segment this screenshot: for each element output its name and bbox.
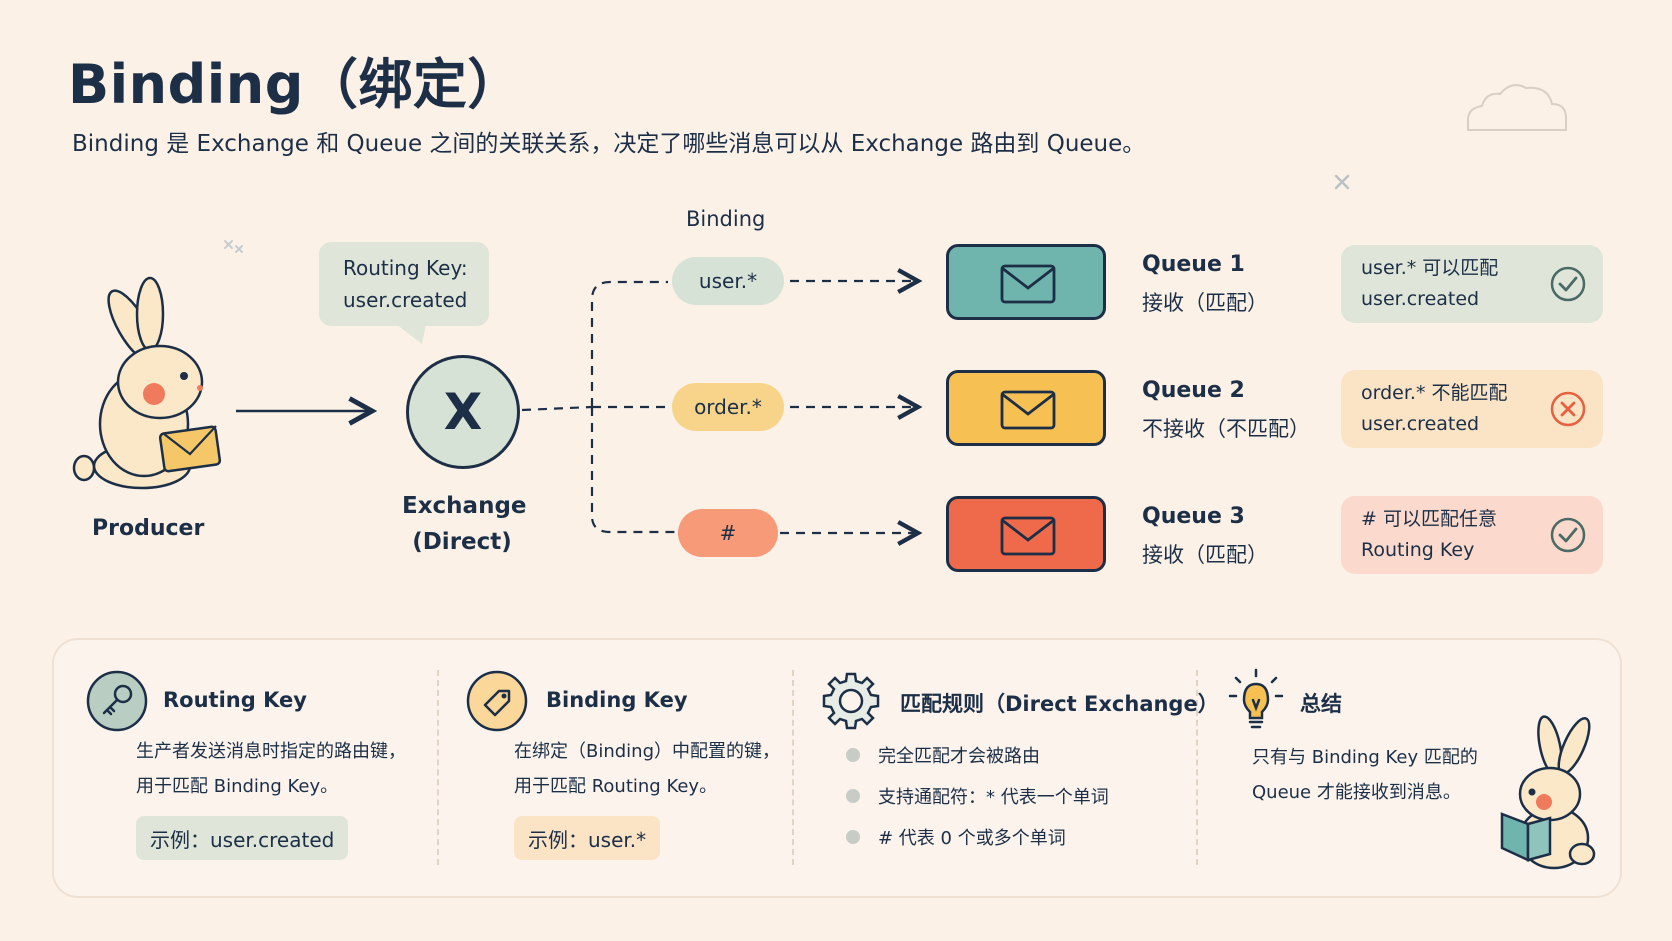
- key-icon: [86, 670, 148, 732]
- result-line: order.* 不能匹配: [1361, 382, 1508, 404]
- rule-item: 完全匹配才会被路由: [846, 734, 1109, 775]
- binding-key-example: 示例：user.*: [514, 816, 661, 860]
- exchange-label: Exchange (Direct): [402, 488, 527, 560]
- desc-line: 生产者发送消息时指定的路由键，: [136, 741, 406, 762]
- queue-label: Queue 3 接收（匹配）: [1142, 504, 1268, 569]
- bubble-tail: [396, 324, 426, 344]
- gear-icon: [822, 672, 880, 730]
- divider: [792, 670, 794, 865]
- routing-key-desc: 生产者发送消息时指定的路由键， 用于匹配 Binding Key。: [136, 734, 406, 804]
- rules-list: 完全匹配才会被路由 支持通配符：* 代表一个单词 # 代表 0 个或多个单词: [846, 734, 1109, 857]
- queue-status: 不接收（不匹配）: [1142, 417, 1310, 441]
- result-line: user.created: [1361, 413, 1480, 435]
- desc-line: Queue 才能接收到消息。: [1252, 782, 1461, 803]
- match-result-card: user.* 可以匹配 user.created: [1341, 245, 1603, 323]
- lightbulb-icon: [1228, 668, 1284, 729]
- result-line: Routing Key: [1361, 539, 1475, 561]
- divider: [1196, 670, 1198, 865]
- producer-rabbit: [72, 276, 222, 490]
- queue-name: Queue 3: [1142, 504, 1245, 529]
- rules-title: 匹配规则（Direct Exchange）: [900, 692, 1219, 716]
- queue-name: Queue 1: [1142, 252, 1245, 277]
- desc-line: 在绑定（Binding）中配置的键，: [514, 741, 781, 762]
- desc-line: 用于匹配 Routing Key。: [514, 776, 718, 797]
- binding-key-pill: user.*: [672, 257, 784, 305]
- result-line: user.* 可以匹配: [1361, 257, 1499, 279]
- result-line: user.created: [1361, 288, 1480, 310]
- queue-box: [946, 370, 1106, 446]
- binding-key-pill: #: [678, 509, 778, 557]
- routing-key-bubble: Routing Key: user.created: [319, 242, 489, 326]
- binding-key-title: Binding Key: [546, 688, 688, 712]
- sparkle-icon: [224, 240, 243, 253]
- match-result-card: # 可以匹配任意 Routing Key: [1341, 496, 1603, 574]
- queue-status: 接收（匹配）: [1142, 291, 1268, 315]
- sparkle-icon: [1334, 174, 1350, 190]
- rule-item: # 代表 0 个或多个单词: [846, 816, 1109, 857]
- binding-key-pill: order.*: [672, 383, 784, 431]
- exchange-type: (Direct): [412, 529, 512, 555]
- producer-label: Producer: [92, 516, 205, 541]
- desc-line: 用于匹配 Binding Key。: [136, 776, 339, 797]
- envelope-icon: [1000, 390, 1056, 430]
- exchange-node: X: [406, 355, 520, 469]
- routing-key-label: Routing Key:: [343, 256, 468, 280]
- conclusion-title: 总结: [1300, 692, 1342, 716]
- binding-key-desc: 在绑定（Binding）中配置的键， 用于匹配 Routing Key。: [514, 734, 780, 804]
- routing-key-example: 示例：user.created: [136, 816, 349, 860]
- match-result-card: order.* 不能匹配 user.created: [1341, 370, 1603, 448]
- routing-key-value: user.created: [343, 288, 468, 312]
- envelope-icon: [1000, 264, 1056, 304]
- exchange-name: Exchange: [402, 493, 527, 519]
- envelope-icon: [1000, 516, 1056, 556]
- routing-key-title: Routing Key: [163, 688, 307, 712]
- queue-status: 接收（匹配）: [1142, 543, 1268, 567]
- binding-header: Binding: [686, 207, 766, 231]
- queue-label: Queue 1 接收（匹配）: [1142, 252, 1268, 317]
- reading-rabbit: [1500, 715, 1596, 870]
- tag-icon: [466, 670, 528, 732]
- rule-item: 支持通配符：* 代表一个单词: [846, 775, 1109, 816]
- page-subtitle: Binding 是 Exchange 和 Queue 之间的关联关系，决定了哪些…: [72, 131, 1146, 157]
- queue-box: [946, 244, 1106, 320]
- check-icon: [1550, 517, 1586, 553]
- desc-line: 只有与 Binding Key 匹配的: [1252, 747, 1478, 768]
- conclusion-desc: 只有与 Binding Key 匹配的 Queue 才能接收到消息。: [1252, 740, 1478, 810]
- cross-icon: [1550, 391, 1586, 427]
- page-title: Binding（绑定）: [68, 53, 522, 116]
- check-icon: [1550, 266, 1586, 302]
- queue-name: Queue 2: [1142, 378, 1245, 403]
- divider: [437, 670, 439, 865]
- result-line: # 可以匹配任意: [1361, 508, 1497, 530]
- cloud-icon: [1467, 84, 1567, 131]
- queue-label: Queue 2 不接收（不匹配）: [1142, 378, 1310, 443]
- queue-box: [946, 496, 1106, 572]
